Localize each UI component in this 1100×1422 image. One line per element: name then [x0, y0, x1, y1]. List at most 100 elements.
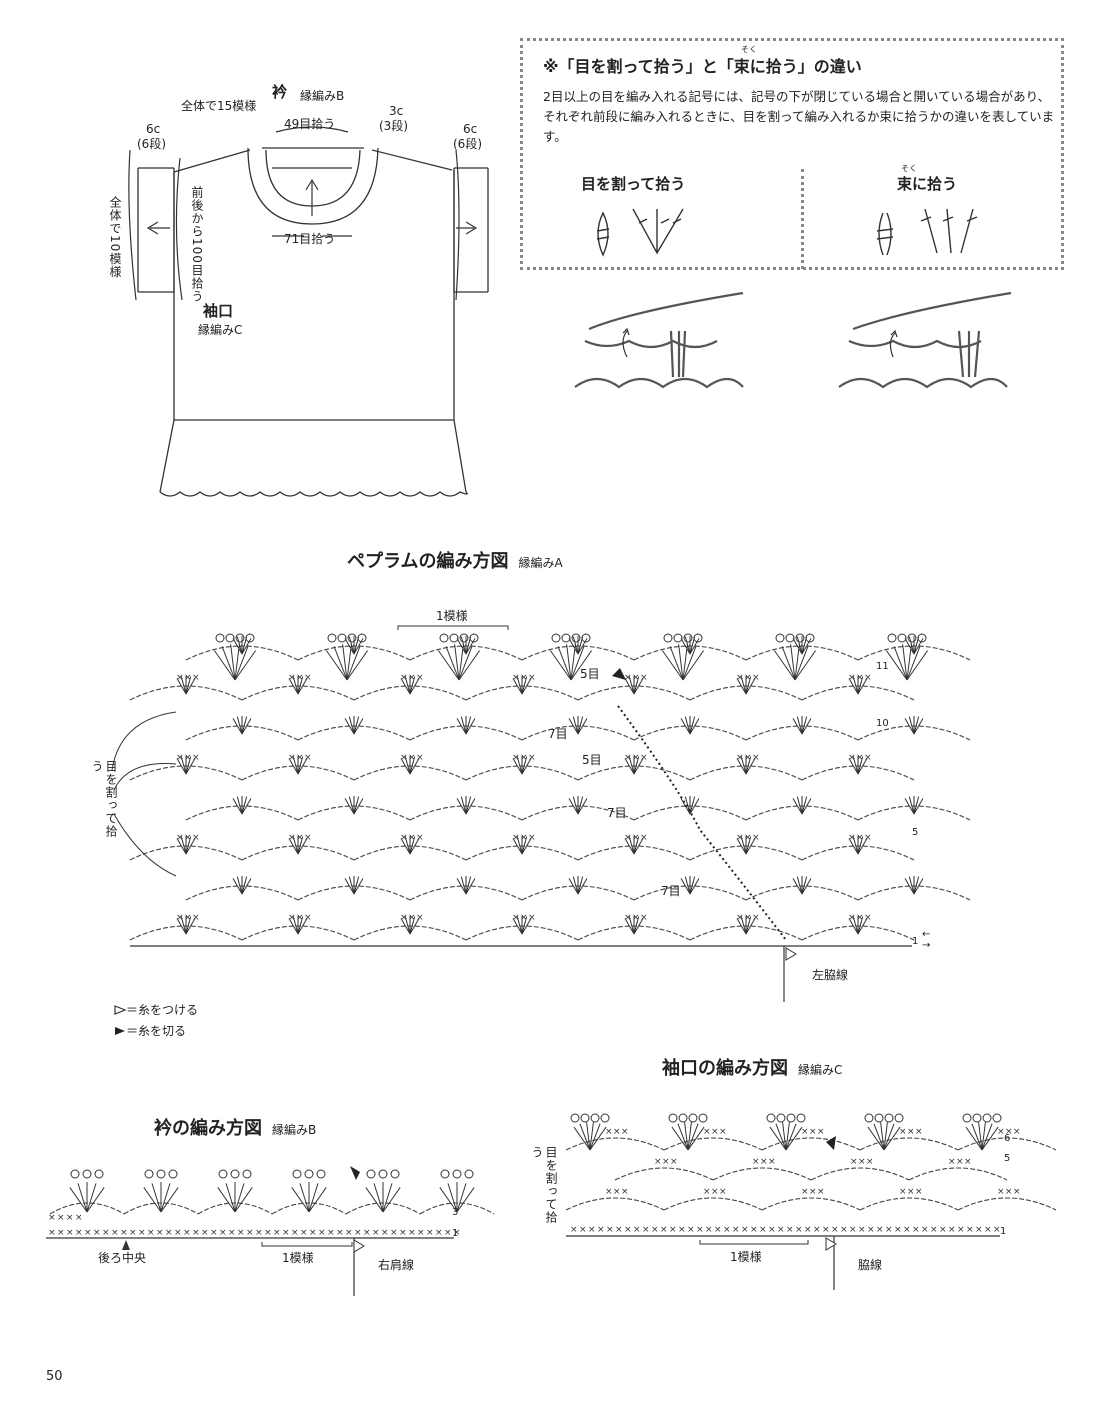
- svg-text:×: ×: [660, 1225, 668, 1235]
- svg-text:×: ×: [864, 673, 872, 683]
- svg-text:×: ×: [219, 1228, 227, 1238]
- svg-text:×: ×: [801, 1187, 809, 1197]
- collar-shoulder-line: 右肩線: [378, 1258, 415, 1272]
- svg-text:×: ×: [453, 1228, 461, 1238]
- attach-yarn-icon: [114, 1005, 127, 1015]
- svg-text:×: ×: [615, 1225, 623, 1235]
- svg-text:×: ×: [804, 1225, 812, 1235]
- svg-text:×: ×: [711, 1187, 719, 1197]
- svg-text:×: ×: [864, 833, 872, 843]
- svg-text:×: ×: [624, 913, 632, 923]
- peplum-row-10: 10: [876, 718, 889, 729]
- svg-text:×: ×: [296, 833, 304, 843]
- peplum-arrow-right: →: [922, 940, 931, 951]
- collar-chart-title-text: 衿の編み方図: [154, 1118, 262, 1139]
- svg-text:×: ×: [354, 1228, 362, 1238]
- collar-back-pick: 49目拾う: [284, 117, 336, 131]
- svg-text:×: ×: [237, 1228, 245, 1238]
- svg-text:×: ×: [640, 913, 648, 923]
- svg-text:×: ×: [93, 1228, 101, 1238]
- svg-text:×: ×: [840, 1225, 848, 1235]
- svg-text:×: ×: [408, 753, 416, 763]
- right-sleeve-height: 6c: [463, 122, 478, 136]
- note-divider: [801, 169, 804, 269]
- svg-text:×: ×: [147, 1228, 155, 1238]
- svg-text:×: ×: [899, 1187, 907, 1197]
- peplum-count-7a: 7目: [548, 727, 568, 741]
- svg-text:×: ×: [848, 913, 856, 923]
- svg-text:×: ×: [736, 913, 744, 923]
- svg-text:×: ×: [1005, 1127, 1013, 1137]
- svg-text:×: ×: [288, 913, 296, 923]
- svg-text:×: ×: [997, 1187, 1005, 1197]
- svg-text:×: ×: [138, 1228, 146, 1238]
- svg-text:×: ×: [288, 673, 296, 683]
- svg-text:×: ×: [662, 1157, 670, 1167]
- svg-text:×: ×: [184, 913, 192, 923]
- cuff-title: 袖口: [203, 302, 234, 320]
- svg-text:×: ×: [984, 1225, 992, 1235]
- svg-text:×: ×: [975, 1225, 983, 1235]
- svg-text:×: ×: [184, 673, 192, 683]
- svg-text:×: ×: [300, 1228, 308, 1238]
- svg-text:×: ×: [993, 1225, 1001, 1235]
- svg-text:×: ×: [752, 753, 760, 763]
- svg-text:×: ×: [744, 913, 752, 923]
- svg-text:×: ×: [176, 673, 184, 683]
- svg-text:×: ×: [520, 673, 528, 683]
- svg-text:×: ×: [711, 1127, 719, 1137]
- svg-text:×: ×: [719, 1187, 727, 1197]
- svg-text:×: ×: [304, 833, 312, 843]
- svg-text:×: ×: [48, 1228, 56, 1238]
- svg-text:×: ×: [640, 753, 648, 763]
- svg-text:×: ×: [1013, 1127, 1021, 1137]
- svg-text:×: ×: [744, 673, 752, 683]
- note-right-label: 束に拾う: [897, 175, 958, 193]
- svg-text:×: ×: [817, 1187, 825, 1197]
- svg-text:×: ×: [633, 1225, 641, 1235]
- svg-text:×: ×: [597, 1225, 605, 1235]
- svg-text:×: ×: [624, 753, 632, 763]
- svg-text:×: ×: [856, 913, 864, 923]
- svg-text:×: ×: [703, 1127, 711, 1137]
- garment-outline: [128, 126, 489, 497]
- svg-text:×: ×: [864, 753, 872, 763]
- svg-text:×: ×: [183, 1228, 191, 1238]
- svg-text:×: ×: [399, 1228, 407, 1238]
- svg-text:×: ×: [809, 1127, 817, 1137]
- svg-text:×: ×: [903, 1225, 911, 1235]
- svg-text:×: ×: [894, 1225, 902, 1235]
- peplum-split-label: 目を割って拾う: [90, 760, 118, 838]
- svg-text:×: ×: [632, 753, 640, 763]
- svg-text:×: ×: [435, 1228, 443, 1238]
- note-body: 2目以上の目を編み入れる記号には、記号の下が閉じている場合と開いている場合があり…: [543, 89, 1055, 144]
- svg-text:×: ×: [304, 913, 312, 923]
- svg-text:×: ×: [858, 1157, 866, 1167]
- legend-cut: ＝糸を切る: [126, 1024, 187, 1038]
- svg-text:×: ×: [66, 1228, 74, 1238]
- peplum-arrow-left: ←: [922, 929, 931, 940]
- svg-text:×: ×: [416, 833, 424, 843]
- svg-text:×: ×: [752, 1157, 760, 1167]
- svg-text:×: ×: [606, 1225, 614, 1235]
- svg-text:×: ×: [907, 1187, 915, 1197]
- svg-text:×: ×: [588, 1225, 596, 1235]
- svg-text:×: ×: [1013, 1187, 1021, 1197]
- svg-text:×: ×: [176, 753, 184, 763]
- svg-text:×: ×: [752, 913, 760, 923]
- svg-text:×: ×: [750, 1225, 758, 1235]
- scalloped-hem: [159, 491, 468, 497]
- svg-text:×: ×: [759, 1225, 767, 1235]
- svg-text:×: ×: [390, 1228, 398, 1238]
- svg-text:×: ×: [817, 1127, 825, 1137]
- cuff-sub: 縁編みC: [198, 323, 243, 337]
- svg-text:×: ×: [291, 1228, 299, 1238]
- svg-text:×: ×: [624, 673, 632, 683]
- svg-text:×: ×: [512, 673, 520, 683]
- svg-text:×: ×: [282, 1228, 290, 1238]
- svg-text:×: ×: [102, 1228, 110, 1238]
- svg-text:×: ×: [528, 913, 536, 923]
- svg-text:×: ×: [809, 1187, 817, 1197]
- svg-text:×: ×: [632, 833, 640, 843]
- collar-row-3: 3: [452, 1207, 459, 1218]
